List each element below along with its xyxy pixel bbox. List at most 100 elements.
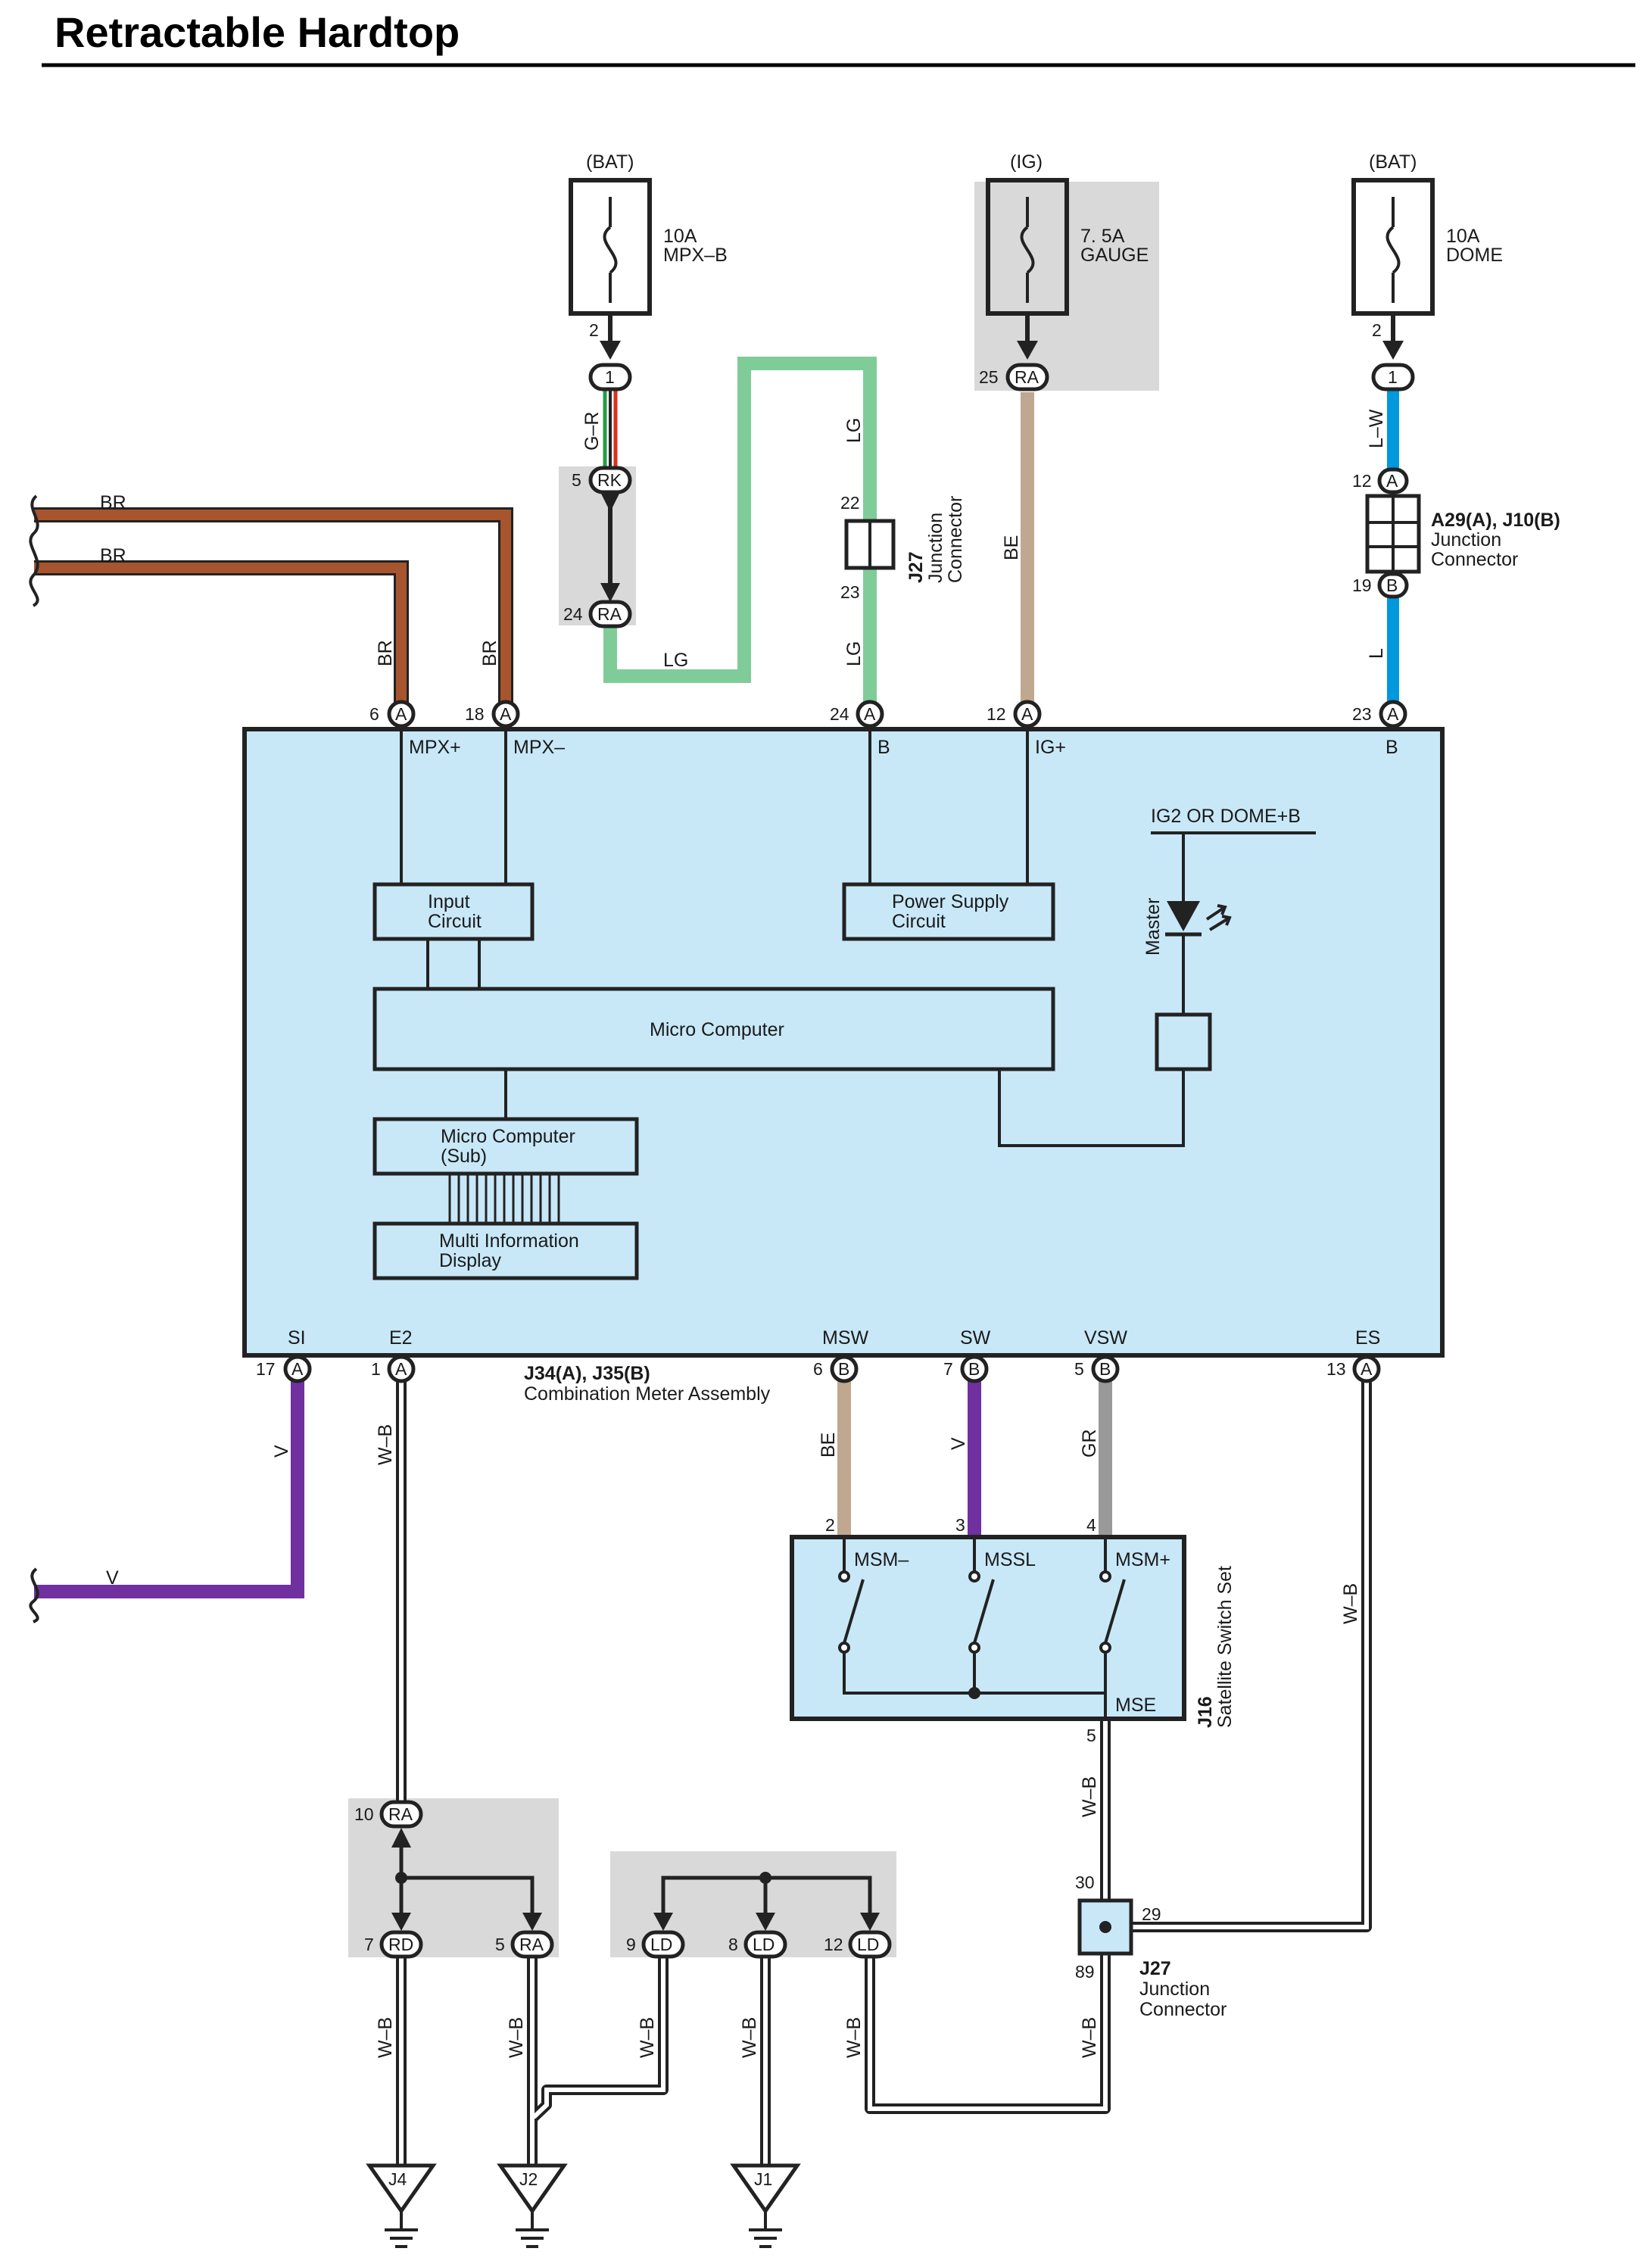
pin-num-5: 5 <box>1074 1359 1084 1379</box>
pin-num-23: 23 <box>1352 704 1372 724</box>
svg-text:(IG): (IG) <box>1010 151 1043 173</box>
pin-b-7: B <box>968 1359 980 1379</box>
term-ig-plus: IG+ <box>1035 737 1066 758</box>
svg-text:7. 5A: 7. 5A <box>1080 226 1125 247</box>
multi-info-display-box: Multi Information Display <box>372 1221 639 1280</box>
conn-rk: RK <box>588 466 632 602</box>
pin-8-ld: 8 <box>728 1935 738 1954</box>
fuse-mpx-b: (BAT) 10A MPX–B <box>569 151 728 360</box>
v-label-sw: V <box>948 1437 969 1450</box>
led-driver-box <box>1155 1012 1212 1071</box>
micro-computer-box: Micro Computer <box>372 987 1055 1071</box>
lg-label-1: LG <box>663 650 688 671</box>
pin-12-a29: 12 <box>1352 471 1372 491</box>
pin-num-24: 24 <box>830 704 849 724</box>
input-circuit-box: Input Circuit <box>372 882 535 941</box>
wb-label-89: W–B <box>1079 2017 1100 2058</box>
svg-text:RK: RK <box>597 470 622 490</box>
g-r-label: G–R <box>581 412 603 451</box>
micro-computer-sub-box: Micro Computer (Sub) <box>372 1117 639 1176</box>
svg-text:J1: J1 <box>754 2169 772 2189</box>
svg-text:MPX–B: MPX–B <box>663 245 728 266</box>
master-label: Master <box>1142 898 1164 956</box>
pin-29: 29 <box>1142 1904 1161 1924</box>
wire-g-r <box>603 389 618 468</box>
pin-a-24: A <box>864 704 876 724</box>
svg-text:J4: J4 <box>388 2169 407 2189</box>
lg-label-3: LG <box>843 641 865 666</box>
svg-text:(Sub): (Sub) <box>441 1146 487 1167</box>
pin-sw-4: 4 <box>1086 1515 1096 1535</box>
conn-1-dome: 1 <box>1371 363 1415 391</box>
term-b-2: B <box>1385 737 1398 758</box>
term-b-1: B <box>877 737 890 758</box>
ground-j4-icon: J4 <box>366 2163 437 2248</box>
term-sw: SW <box>960 1327 991 1349</box>
a29-line1: Junction <box>1431 529 1501 550</box>
term-mpx-minus: MPX– <box>513 737 565 758</box>
pin-30: 30 <box>1075 1873 1095 1892</box>
wire-lg <box>603 357 877 714</box>
pin-a-18: A <box>500 704 512 724</box>
fuse-gauge: (IG) 7. 5A GAUGE <box>986 151 1149 360</box>
sw-label-msm-plus: MSM+ <box>1115 1549 1170 1570</box>
pin-9-ld: 9 <box>626 1935 636 1954</box>
meter-id: J34(A), J35(B) <box>524 1363 650 1384</box>
ig2-dome-label: IG2 OR DOME+B <box>1151 806 1301 827</box>
svg-text:(BAT): (BAT) <box>1369 151 1417 173</box>
fuse-dome: (BAT) 10A DOME <box>1351 151 1503 360</box>
svg-text:DOME: DOME <box>1446 245 1503 266</box>
be-label-bottom: BE <box>818 1433 839 1458</box>
pin-25: 25 <box>979 367 999 387</box>
lg-label-2: LG <box>843 418 865 443</box>
svg-text:Power Supply: Power Supply <box>892 891 1009 912</box>
pin-19-a29: 19 <box>1352 575 1372 595</box>
svg-text:A: A <box>1386 471 1398 491</box>
br-label-2: BR <box>100 545 126 566</box>
term-es: ES <box>1355 1327 1380 1349</box>
svg-text:Micro Computer: Micro Computer <box>650 1019 784 1040</box>
svg-text:RD: RD <box>388 1935 413 1954</box>
svg-text:Circuit: Circuit <box>428 911 482 932</box>
svg-text:10A: 10A <box>1446 226 1480 247</box>
meter-name: Combination Meter Assembly <box>524 1383 771 1405</box>
svg-text:10A: 10A <box>663 226 697 247</box>
svg-text:Display: Display <box>439 1250 501 1271</box>
pin-sw-3: 3 <box>955 1515 965 1535</box>
pin-a-17: A <box>291 1359 304 1379</box>
br-label-3: BR <box>375 640 396 666</box>
meter-internal-lines <box>400 727 1316 1147</box>
wb-label-j1: W–B <box>739 2017 760 2058</box>
pin-a-1: A <box>395 1359 407 1379</box>
pin-num-17: 17 <box>256 1359 276 1379</box>
j27-top-id: J27 <box>905 551 927 583</box>
pin-2-mpx: 2 <box>589 320 599 340</box>
page-title: Retractable Hardtop <box>55 8 460 56</box>
pin-a-6: A <box>395 704 407 724</box>
svg-text:1: 1 <box>1388 367 1398 387</box>
svg-text:LD: LD <box>857 1935 879 1954</box>
pin-a-23: A <box>1387 704 1399 724</box>
pin-23: 23 <box>840 582 860 602</box>
lw-label: L–W <box>1366 409 1387 448</box>
v-label-1: V <box>271 1445 292 1458</box>
meter-bottom-pins <box>283 1355 1381 1383</box>
v-label-2: V <box>106 1567 119 1589</box>
j27-top-connector <box>844 519 896 570</box>
term-si: SI <box>288 1327 306 1349</box>
svg-text:Input: Input <box>428 891 470 912</box>
break-mark-v <box>29 1567 39 1623</box>
gr-label: GR <box>1079 1430 1100 1458</box>
wb-label-j2: W–B <box>506 2017 527 2058</box>
br-label-4: BR <box>479 640 500 666</box>
pin-89: 89 <box>1075 1962 1095 1982</box>
svg-text:RA: RA <box>1015 367 1040 387</box>
pin-22: 22 <box>840 493 860 513</box>
a29-connector: A B <box>1365 467 1421 599</box>
pin-24-ra: 24 <box>563 604 583 624</box>
svg-text:GAUGE: GAUGE <box>1080 245 1149 266</box>
pin-num-18: 18 <box>465 704 485 724</box>
pin-b-6: B <box>838 1359 849 1379</box>
pin-a-12: A <box>1021 704 1033 724</box>
splice-ld: LD LD LD <box>641 1872 892 1959</box>
